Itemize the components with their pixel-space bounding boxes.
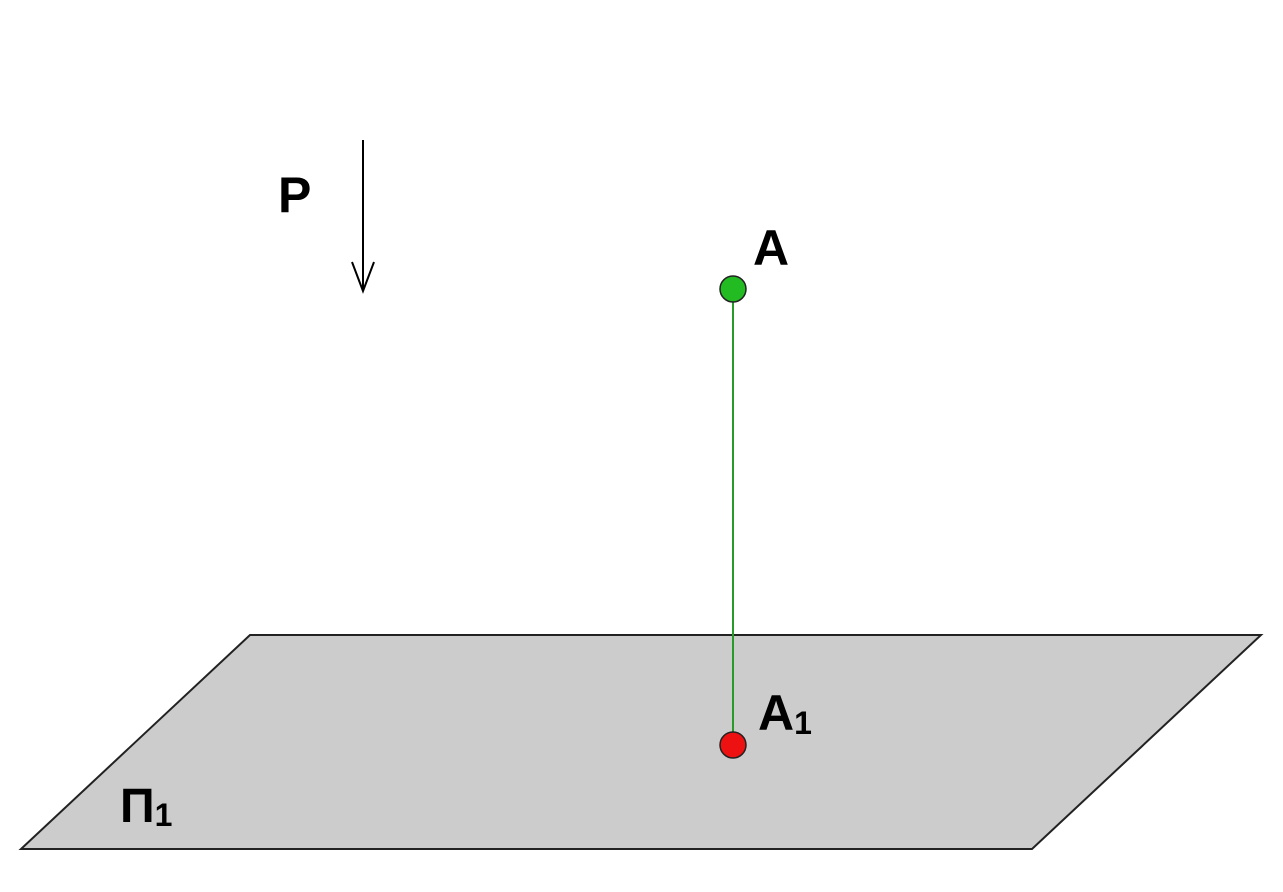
plane-label: Π1: [120, 780, 172, 833]
plane-label-sub: 1: [155, 797, 173, 833]
direction-arrow-head: [351, 261, 375, 294]
point-a-label: A: [753, 220, 789, 276]
direction-label: P: [278, 167, 311, 223]
point-a1-label-main: A: [758, 685, 794, 741]
point-a1-label: A1: [758, 685, 812, 741]
plane-label-main: Π: [120, 780, 155, 833]
plane-pi1: [18, 634, 1264, 850]
point-a1-label-sub: 1: [794, 705, 812, 741]
point-a: [719, 275, 747, 303]
point-a1: [719, 731, 747, 759]
